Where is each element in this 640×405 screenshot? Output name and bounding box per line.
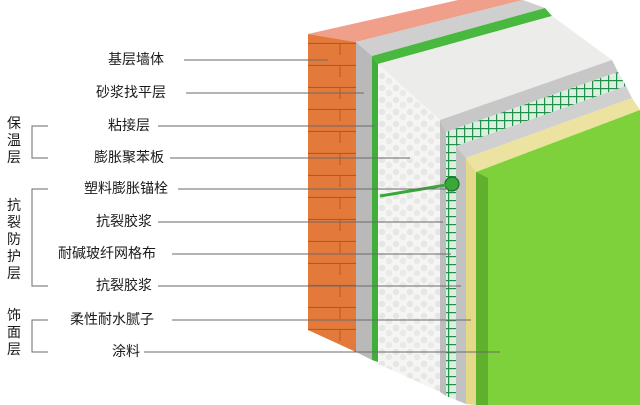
label-putty: 柔性耐水腻子 — [70, 312, 154, 328]
mesh-face — [446, 132, 456, 400]
leader-lines — [144, 59, 500, 353]
crack-mortar-1-top — [440, 60, 618, 132]
adhesive-top — [372, 8, 552, 64]
brick-wall-face — [308, 34, 356, 352]
group-label-finish: 饰面层 — [7, 308, 21, 358]
putty-face — [466, 158, 476, 405]
plastic-anchor-icon — [379, 176, 460, 198]
group-label-anticrack: 抗裂防护层 — [7, 198, 21, 282]
label-mesh: 耐碱玻纤网格布 — [58, 246, 156, 262]
crack-mortar-2-face — [456, 146, 466, 404]
label-eps-board: 膨胀聚苯板 — [94, 150, 164, 166]
group-label-insulation: 保温层 — [7, 116, 21, 166]
adhesive-face — [372, 56, 378, 362]
label-base-wall: 基层墙体 — [108, 52, 164, 68]
mortar-face — [356, 42, 372, 360]
coating-edge — [476, 172, 488, 405]
eps-top — [378, 16, 612, 120]
brick-wall-top — [308, 0, 523, 42]
mortar-top — [356, 0, 545, 56]
label-anchor: 塑料膨胀锚栓 — [84, 181, 168, 197]
label-crack-mortar-2: 抗裂胶浆 — [96, 278, 152, 294]
crack-mortar-1-face — [440, 120, 446, 396]
mesh-top — [446, 72, 626, 146]
putty-top — [466, 98, 640, 172]
label-coating: 涂料 — [112, 344, 140, 360]
eps-face — [378, 64, 440, 392]
label-leveling: 砂浆找平层 — [96, 85, 166, 101]
label-crack-mortar-1: 抗裂胶浆 — [96, 214, 152, 230]
group-brackets — [31, 125, 48, 353]
crack-mortar-2-top — [456, 86, 632, 158]
label-adhesive: 粘接层 — [108, 118, 150, 134]
coating-face — [476, 110, 640, 405]
